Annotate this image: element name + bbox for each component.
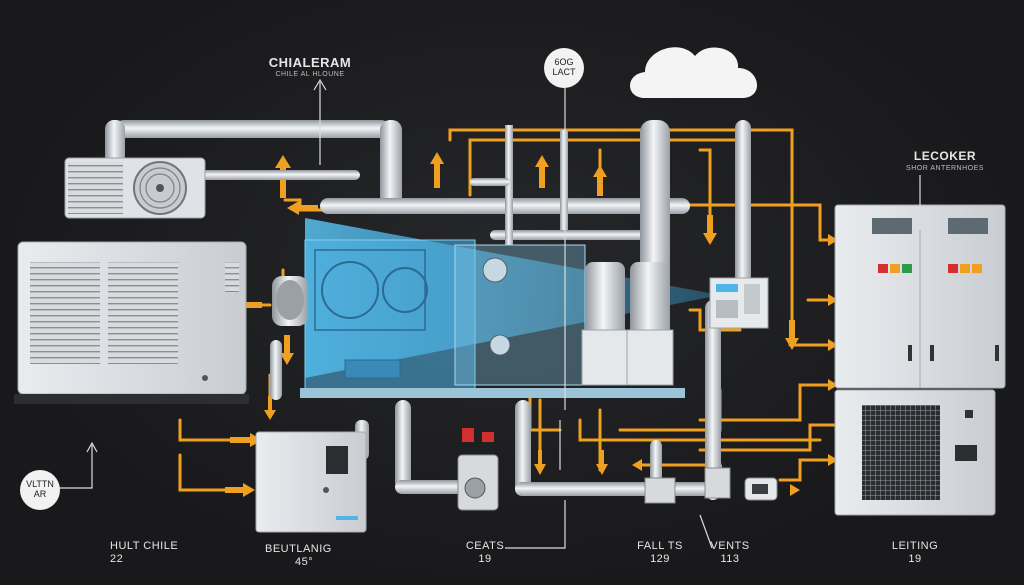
- chiller-unit-right: [834, 389, 996, 516]
- left-circle-line2: AR: [33, 489, 47, 499]
- arrow-down-icon: [596, 450, 608, 475]
- bottom-label-6-name: LEITING: [891, 540, 939, 552]
- central-chiller-module: [300, 218, 720, 398]
- arrow-right-icon: [790, 484, 800, 496]
- bottom-label-2-value: 45°: [295, 555, 314, 568]
- bottom-label-3: CEATS 19: [455, 540, 515, 565]
- arrow-down-icon: [534, 450, 546, 475]
- bottom-label-3-name: CEATS: [465, 540, 505, 552]
- condenser-fan-unit: [64, 157, 206, 219]
- label-top-left-sub: CHILE AL HLOUNE: [275, 71, 345, 78]
- arrow-left-icon: [632, 459, 642, 471]
- top-circle-line2: LACT: [552, 67, 576, 77]
- arrow-left-icon: [287, 201, 318, 215]
- arrow-down-icon: [785, 320, 799, 350]
- control-panel-box: [709, 277, 769, 329]
- bottom-label-2-name: BEUTLANIG: [265, 543, 332, 555]
- arrow-right-icon: [828, 294, 838, 306]
- arrow-down-icon: [280, 335, 294, 365]
- bottom-label-4: FALL TS 129: [630, 540, 690, 565]
- arrow-right-icon: [828, 454, 838, 466]
- arrow-right-icon: [225, 483, 255, 497]
- arrow-up-icon: [430, 152, 444, 188]
- bottom-label-1-value: 22: [110, 552, 124, 565]
- pump-valves: [457, 428, 778, 511]
- bottom-label-1: HULT CHILE 22: [110, 540, 200, 565]
- fan-icon: [133, 161, 187, 215]
- bottom-label-6-value: 19: [908, 552, 922, 565]
- outdoor-unit-cabinet: [14, 241, 249, 404]
- separator-tanks: [581, 262, 674, 386]
- bottom-label-5-name: VENTS: [710, 540, 750, 552]
- bottom-label-2: BEUTLANIG 45°: [265, 543, 355, 568]
- bottom-label-3-value: 19: [478, 552, 492, 565]
- bottom-label-5: VENTS 113: [700, 540, 760, 565]
- arrow-right-icon: [828, 234, 838, 246]
- cloud-icon: [630, 47, 758, 98]
- piping: [105, 120, 751, 500]
- bottom-label-4-name: FALL TS: [637, 540, 683, 552]
- arrow-up-icon: [535, 155, 549, 188]
- arrow-right-icon: [230, 433, 262, 447]
- label-right-title: LECOKER: [913, 149, 977, 163]
- arrow-down-icon: [703, 215, 717, 245]
- pump-control-cabinet: [255, 431, 367, 533]
- label-right-sub: SHOR ANTERNHOES: [906, 165, 984, 172]
- bottom-label-6: LEITING 19: [880, 540, 950, 565]
- bottom-label-4-value: 129: [650, 552, 670, 565]
- bottom-label-5-value: 113: [720, 552, 740, 565]
- control-cabinet-right: [834, 204, 1006, 389]
- left-circle-line1: VLTTN: [26, 479, 54, 490]
- arrow-right-icon: [828, 379, 838, 391]
- label-top-left-title: CHIALERAM: [268, 55, 352, 70]
- bottom-label-1-name: HULT CHILE: [110, 540, 179, 552]
- leader-lines: [58, 78, 921, 549]
- arrow-right-icon: [828, 339, 838, 351]
- arrow-up-icon: [593, 165, 607, 196]
- arrow-down-icon: [264, 396, 276, 420]
- compressor-cylinder: [272, 276, 308, 326]
- top-circle-line1: 6OG: [554, 57, 574, 68]
